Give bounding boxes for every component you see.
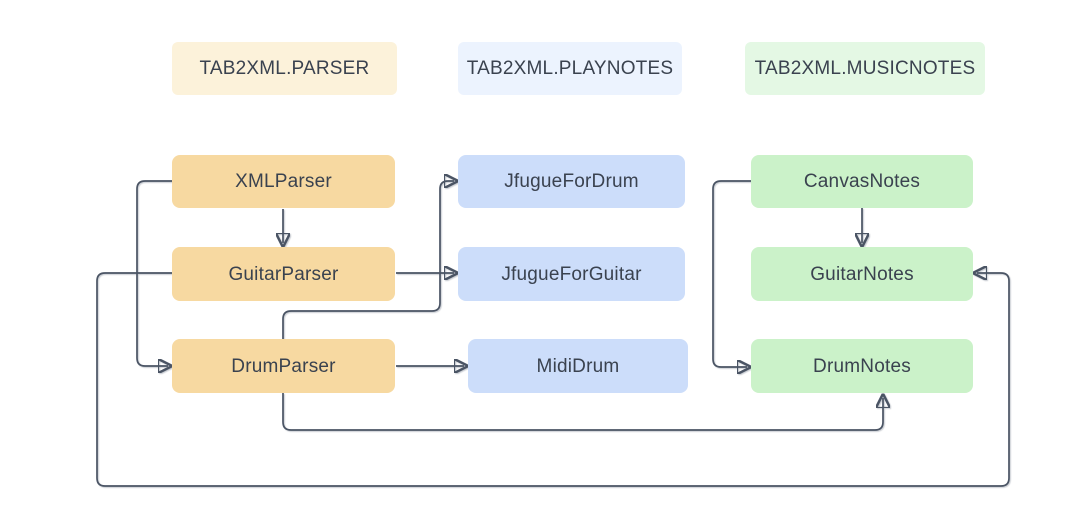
node-guitarnotes: GuitarNotes bbox=[751, 247, 973, 301]
edge-guitarparser-to-guitarnotes bbox=[96, 273, 1010, 487]
node-drumnotes: DrumNotes bbox=[751, 339, 973, 393]
node-xmlparser: XMLParser bbox=[172, 155, 395, 208]
edge-canvasnotes-to-drumnotes bbox=[712, 180, 751, 367]
group-header-musicnotes: TAB2XML.MUSICNOTES bbox=[745, 42, 985, 95]
node-jfuguefordrum: JfugueForDrum bbox=[458, 155, 685, 208]
edge-drumparser-to-jfuguefordrum bbox=[282, 181, 454, 339]
node-guitarparser: GuitarParser bbox=[172, 247, 395, 301]
edge-drumparser-to-drumnotes bbox=[282, 393, 883, 431]
node-jfugueforguitar: JfugueForGuitar bbox=[458, 247, 685, 301]
node-mididrum: MidiDrum bbox=[468, 339, 688, 393]
node-drumparser: DrumParser bbox=[172, 339, 395, 393]
group-header-playnotes: TAB2XML.PLAYNOTES bbox=[458, 42, 682, 95]
group-header-parser: TAB2XML.PARSER bbox=[172, 42, 397, 95]
node-canvasnotes: CanvasNotes bbox=[751, 155, 973, 208]
